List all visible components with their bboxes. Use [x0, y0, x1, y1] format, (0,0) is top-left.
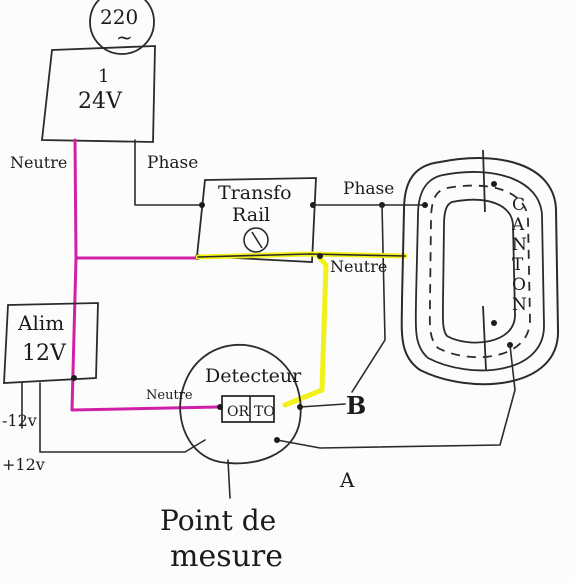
transfo-rail-needle-icon: [251, 231, 263, 249]
detector-circle: [179, 344, 302, 465]
source-220-symbol: ~: [116, 25, 133, 49]
label-neutre-left: Neutre: [10, 153, 67, 172]
canton-outer-loop: [400, 157, 560, 386]
source-220-circle: [89, 0, 155, 55]
wire-to-b-terminal: [299, 403, 346, 408]
transformer-top-mark: 1: [98, 66, 109, 87]
canton-node-bottom: [491, 320, 497, 326]
canton-letter-5: O: [512, 275, 526, 295]
label-neutre-detector: Neutre: [146, 388, 193, 403]
label-phase-left: Phase: [147, 153, 198, 173]
point-a-node: [274, 437, 280, 443]
canton-node-top: [491, 181, 497, 187]
source-220-label: 220: [100, 5, 138, 29]
transfo-rail-line2: Rail: [232, 204, 270, 226]
canton-divider-bottom: [482, 305, 487, 371]
neutral-junction: [317, 253, 323, 259]
phase-wire-left: [134, 139, 201, 206]
transfo-rail-node-tl: [199, 202, 205, 208]
canton-letter-6: N: [512, 295, 527, 315]
wire-to-point-b: [351, 204, 386, 393]
alim-line2: 12V: [22, 341, 67, 366]
alim-output-plus-wire: [39, 382, 206, 453]
measure-wire: [227, 459, 231, 499]
label-point-a: A: [339, 468, 355, 492]
detector-contact-or: OR: [227, 404, 249, 420]
neutral-wire-magenta: [70, 138, 220, 412]
measure-label-line2: mesure: [170, 539, 283, 574]
alim-line1: Alim: [17, 311, 64, 335]
canton-letter-4: T: [512, 255, 524, 275]
canton-inner-loop: [442, 198, 516, 344]
neutral-wire-ink: [197, 253, 406, 258]
transfo-rail-dial-icon: [243, 227, 269, 253]
canton-letter-3: N: [512, 235, 527, 255]
wire-canton-to-a: [276, 344, 516, 449]
alim-12v-box: [3, 302, 99, 384]
label-point-b: B: [346, 391, 366, 420]
transfo-rail-box: [196, 177, 317, 263]
canton-letter-1: C: [512, 195, 525, 215]
label-phase-right: Phase: [343, 179, 394, 199]
transformer-24v-box: [40, 45, 156, 143]
measure-label-line1: Point de: [160, 504, 276, 537]
canton-dashed-track: [428, 184, 531, 359]
label-neutre-right: Neutre: [330, 257, 387, 276]
canton-divider-top: [482, 149, 486, 213]
canton-node-left: [422, 202, 428, 208]
detector-title: Detecteur: [205, 365, 302, 387]
alim-output-plus: +12v: [2, 455, 45, 474]
canton-letter-2: A: [511, 215, 525, 235]
detector-contact-to: TO: [254, 404, 275, 420]
transformer-24v-label: 24V: [78, 89, 123, 114]
alim-output-minus: -12v: [2, 411, 37, 430]
alim-node: [71, 375, 77, 381]
canton-outer-loop-2: [414, 171, 545, 372]
transfo-rail-line1: Transfo: [218, 182, 292, 204]
detector-node-left: [217, 404, 223, 410]
